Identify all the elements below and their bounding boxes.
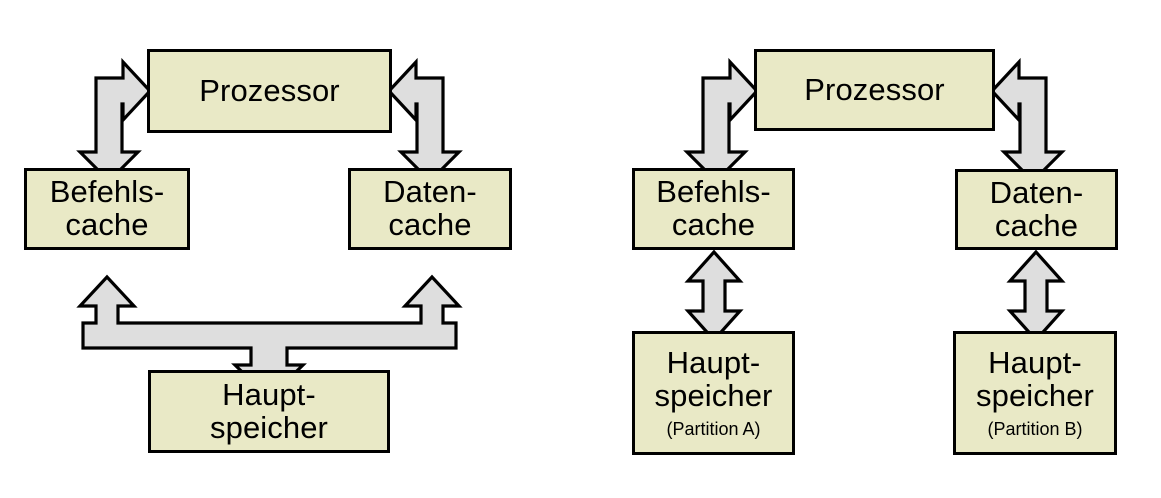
connector-right-processor-data-cache xyxy=(989,57,1066,184)
node-left-data-cache[interactable]: Daten- cache xyxy=(348,168,512,250)
node-right-memory-partition-a[interactable]: Haupt- speicher (Partition A) xyxy=(632,331,795,455)
node-right-memory-b-partition-label: (Partition B) xyxy=(987,418,1083,439)
node-right-data-cache[interactable]: Daten- cache xyxy=(955,169,1118,250)
node-right-processor[interactable]: Prozessor xyxy=(754,49,995,131)
node-right-data-cache-label-line1: Daten- xyxy=(989,174,1084,210)
connector-right-processor-instruction-cache xyxy=(683,57,760,184)
connector-left-processor-data-cache xyxy=(386,57,463,184)
node-right-data-cache-label-line2: cache xyxy=(994,207,1079,243)
node-right-memory-a-label-line2: speicher xyxy=(654,377,773,413)
connector-right-instruction-cache-memory-a xyxy=(684,249,744,343)
connector-left-memory-bus xyxy=(76,274,463,401)
node-right-instruction-cache[interactable]: Befehls- cache xyxy=(632,168,795,250)
node-right-memory-b-label-line2: speicher xyxy=(976,377,1094,413)
node-right-memory-partition-b[interactable]: Haupt- speicher (Partition B) xyxy=(953,331,1117,455)
node-left-main-memory-label-line1: Haupt- xyxy=(222,376,316,412)
node-left-instruction-cache[interactable]: Befehls- cache xyxy=(24,168,190,250)
node-right-memory-a-label-line1: Haupt- xyxy=(666,345,761,381)
node-left-instruction-cache-label-line1: Befehls- xyxy=(49,174,165,210)
node-left-processor-label: Prozessor xyxy=(199,72,340,108)
node-left-data-cache-label-line1: Daten- xyxy=(383,174,477,210)
node-right-processor-label: Prozessor xyxy=(804,71,945,107)
node-right-memory-a-partition-label: (Partition A) xyxy=(666,418,761,439)
node-left-main-memory-label-line2: speicher xyxy=(210,409,328,445)
node-left-instruction-cache-label-line2: cache xyxy=(65,207,149,242)
node-right-instruction-cache-label-line1: Befehls- xyxy=(656,174,771,210)
node-left-processor[interactable]: Prozessor xyxy=(147,49,392,133)
connector-left-processor-instruction-cache xyxy=(76,57,153,184)
connector-right-data-cache-memory-b xyxy=(1006,249,1066,343)
node-left-data-cache-label-line2: cache xyxy=(388,207,472,242)
node-right-instruction-cache-label-line2: cache xyxy=(671,207,756,242)
node-right-memory-b-label-line1: Haupt- xyxy=(988,345,1082,381)
node-left-main-memory[interactable]: Haupt- speicher xyxy=(148,370,390,453)
